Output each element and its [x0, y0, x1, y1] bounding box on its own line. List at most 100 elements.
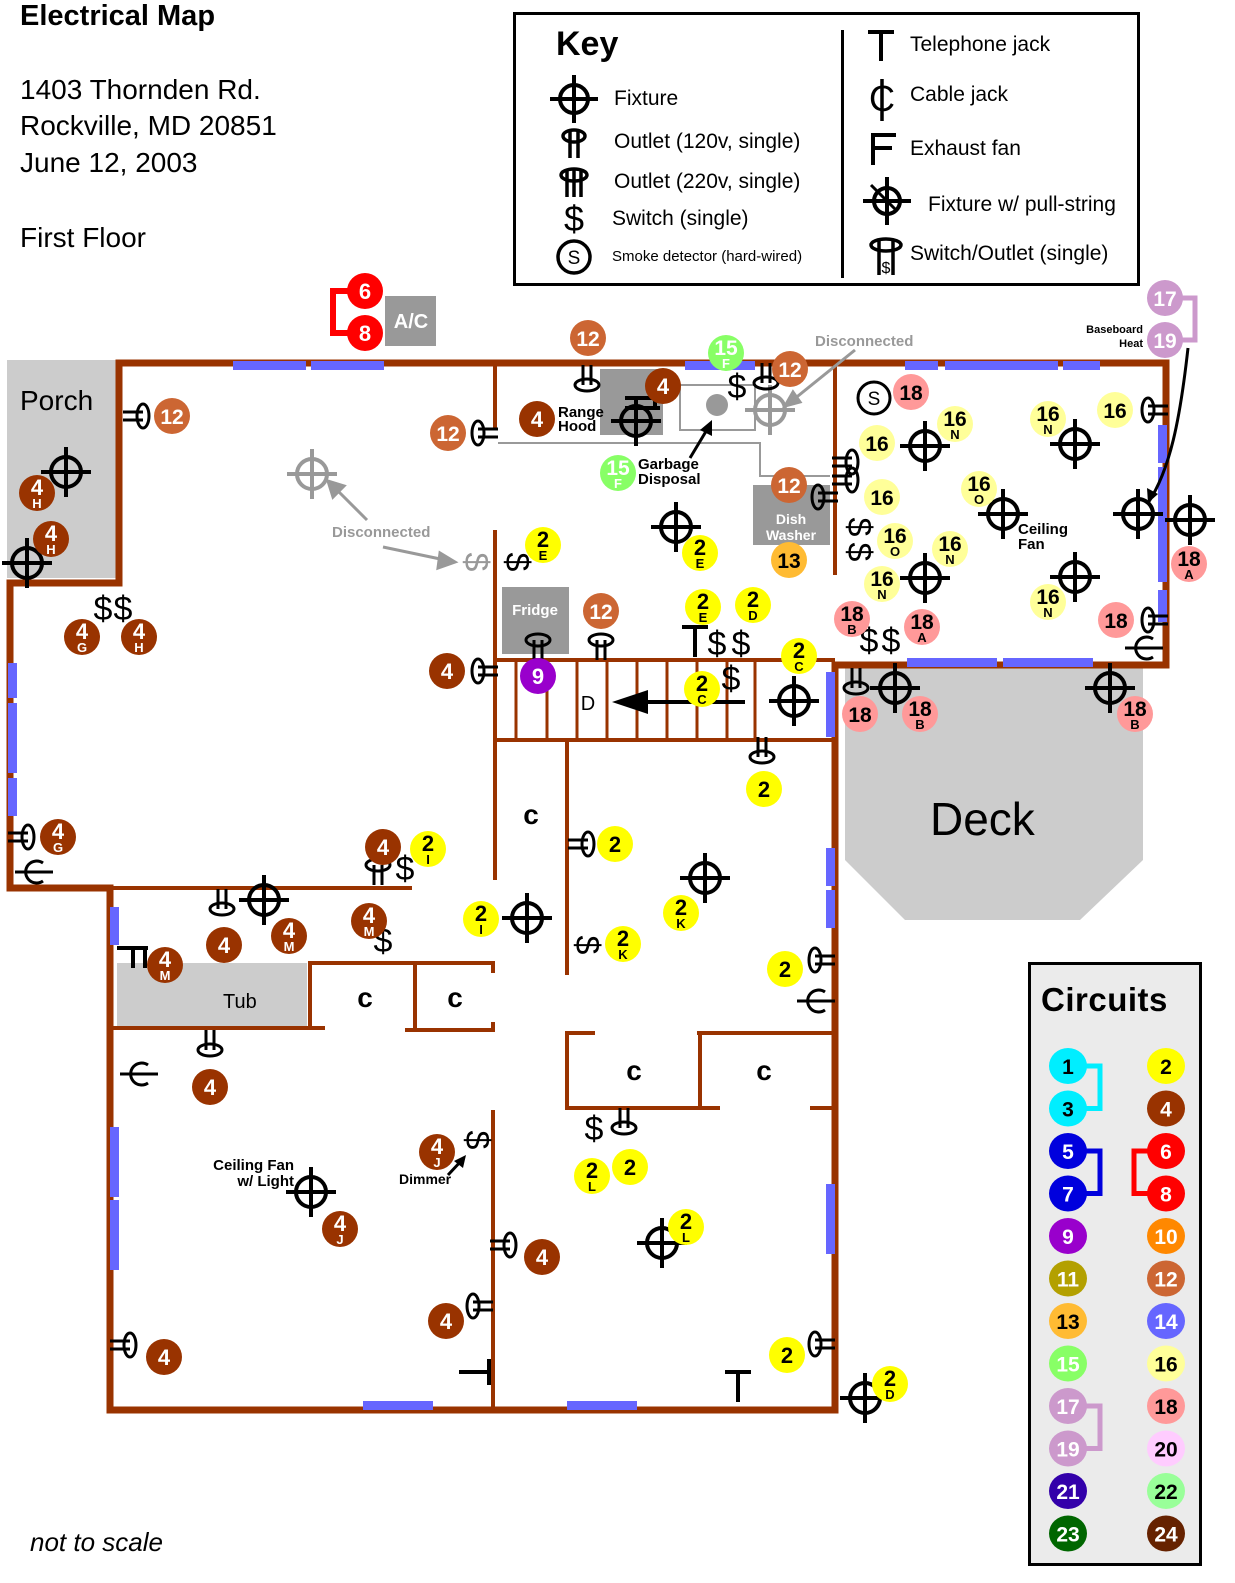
svg-text:A: A	[1184, 567, 1194, 582]
fixture-icon	[900, 553, 950, 603]
svg-text:4: 4	[31, 475, 44, 500]
tub	[117, 963, 307, 1026]
circuit-badge: 18	[1098, 602, 1134, 638]
svg-text:E: E	[699, 610, 708, 625]
circuit-badge: 2E	[525, 527, 561, 563]
circuit-badge: 2	[746, 771, 782, 807]
circuit-swatch-2: 2	[1147, 1048, 1185, 1084]
switch-icon: $	[568, 936, 606, 955]
pull-string-fixture-icon	[863, 177, 911, 225]
ac-label: A/C	[394, 311, 428, 333]
closet-label: C	[523, 799, 539, 830]
svg-text:H: H	[134, 640, 143, 655]
stairs-arrow-head	[612, 690, 648, 714]
circuit-badge: 16O	[877, 523, 913, 559]
outlet-120v-icon	[561, 128, 587, 158]
svg-text:2: 2	[884, 1366, 896, 1391]
fixture-icon	[287, 449, 337, 499]
svg-text:13: 13	[1056, 1311, 1079, 1334]
cable-jack-icon: C	[869, 78, 895, 121]
svg-text:4: 4	[657, 374, 670, 399]
circuit-badge: 18	[842, 696, 878, 732]
svg-text:G: G	[77, 640, 87, 655]
circuit-badge: 15F	[708, 335, 744, 371]
svg-text:2: 2	[617, 926, 629, 951]
svg-text:7: 7	[1062, 1184, 1074, 1207]
circuit-swatch-13: 13	[1049, 1303, 1087, 1339]
outlet-icon	[196, 1030, 224, 1058]
outlet-icon	[832, 466, 860, 494]
svg-text:N: N	[950, 427, 959, 442]
svg-text:11: 11	[1057, 1269, 1080, 1292]
circuit-swatch-24: 24	[1147, 1515, 1185, 1552]
circuit-badge: 4	[519, 401, 555, 437]
svg-text:2: 2	[624, 1155, 636, 1180]
garbage-disposal-label-1: Garbage	[638, 456, 699, 473]
fixture-icon	[41, 447, 91, 497]
svg-text:6: 6	[359, 279, 371, 304]
circuit-badge: 18A	[904, 609, 940, 645]
svg-text:16: 16	[1036, 403, 1059, 426]
circuit-badge: 16	[1097, 392, 1133, 428]
circuit-swatch-15: 15	[1049, 1345, 1087, 1382]
switch-icon: $	[114, 590, 133, 628]
svg-text:K: K	[618, 947, 628, 962]
circuit-badge: 4H	[19, 475, 55, 511]
svg-text:2: 2	[779, 957, 791, 982]
svg-text:N: N	[945, 552, 954, 567]
svg-text:4: 4	[204, 1075, 217, 1100]
svg-text:A: A	[917, 630, 927, 645]
svg-text:2: 2	[475, 901, 487, 926]
svg-text:N: N	[1043, 422, 1052, 437]
switch-icon: $	[728, 368, 747, 406]
svg-text:2: 2	[1160, 1056, 1172, 1079]
circuit-badge: 12	[570, 320, 606, 356]
cable-jack-icon	[120, 1061, 158, 1087]
circuit-badge: 16O	[961, 471, 997, 507]
circuit-badge: 2C	[781, 638, 817, 674]
circuit-badge: 2	[612, 1149, 648, 1185]
svg-text:4: 4	[440, 1309, 453, 1334]
address-line-1: 1403 Thornden Rd.	[20, 74, 261, 105]
fixture-icon	[502, 893, 552, 943]
svg-text:K: K	[676, 916, 686, 931]
svg-text:12: 12	[1154, 1269, 1177, 1292]
outlet-icon	[568, 830, 596, 858]
svg-text:24: 24	[1154, 1524, 1178, 1547]
telephone-jack-icon	[682, 625, 708, 657]
svg-text:15: 15	[606, 457, 630, 480]
svg-text:N: N	[1043, 605, 1052, 620]
svg-text:23: 23	[1056, 1524, 1079, 1547]
fixture-icon	[1050, 419, 1100, 469]
circuit-swatch-9: 9	[1049, 1218, 1087, 1254]
circuit-badge: 12	[154, 398, 190, 434]
key-label-exhaust-fan: Exhaust fan	[910, 137, 1021, 160]
garbage-disposal-label-2: Disposal	[638, 471, 701, 488]
circuit-badge: 2	[769, 1337, 805, 1373]
circuit-badge: 8	[347, 315, 383, 351]
svg-text:18: 18	[1177, 548, 1201, 571]
switch-icon: $	[708, 625, 727, 663]
key-label-switch: Switch (single)	[612, 207, 749, 230]
svg-text:18: 18	[1154, 1396, 1178, 1419]
svg-text:4: 4	[76, 619, 89, 644]
switch-icon: $	[732, 625, 751, 663]
circuit-badge: 4M	[351, 903, 387, 939]
svg-text:16: 16	[938, 533, 961, 556]
porch-label: Porch	[20, 385, 93, 416]
ceiling-fan-light-label-2: w/ Light	[236, 1173, 294, 1190]
circuit-badge: 18A	[1171, 546, 1207, 582]
circuit-badge: 2E	[685, 589, 721, 625]
closet-label: C	[756, 1055, 772, 1086]
circuit-badge: 4H	[33, 521, 69, 557]
svg-text:J: J	[336, 1232, 343, 1247]
dish-washer-label-1: Dish	[776, 511, 806, 527]
deck-label: Deck	[930, 793, 1036, 845]
svg-text:F: F	[614, 476, 622, 491]
svg-text:2: 2	[586, 1158, 598, 1183]
outlet-icon	[524, 632, 552, 660]
svg-text:B: B	[915, 717, 924, 732]
fixture-icon	[769, 676, 819, 726]
key-label-fixture: Fixture	[614, 87, 679, 110]
svg-text:8: 8	[359, 321, 371, 346]
